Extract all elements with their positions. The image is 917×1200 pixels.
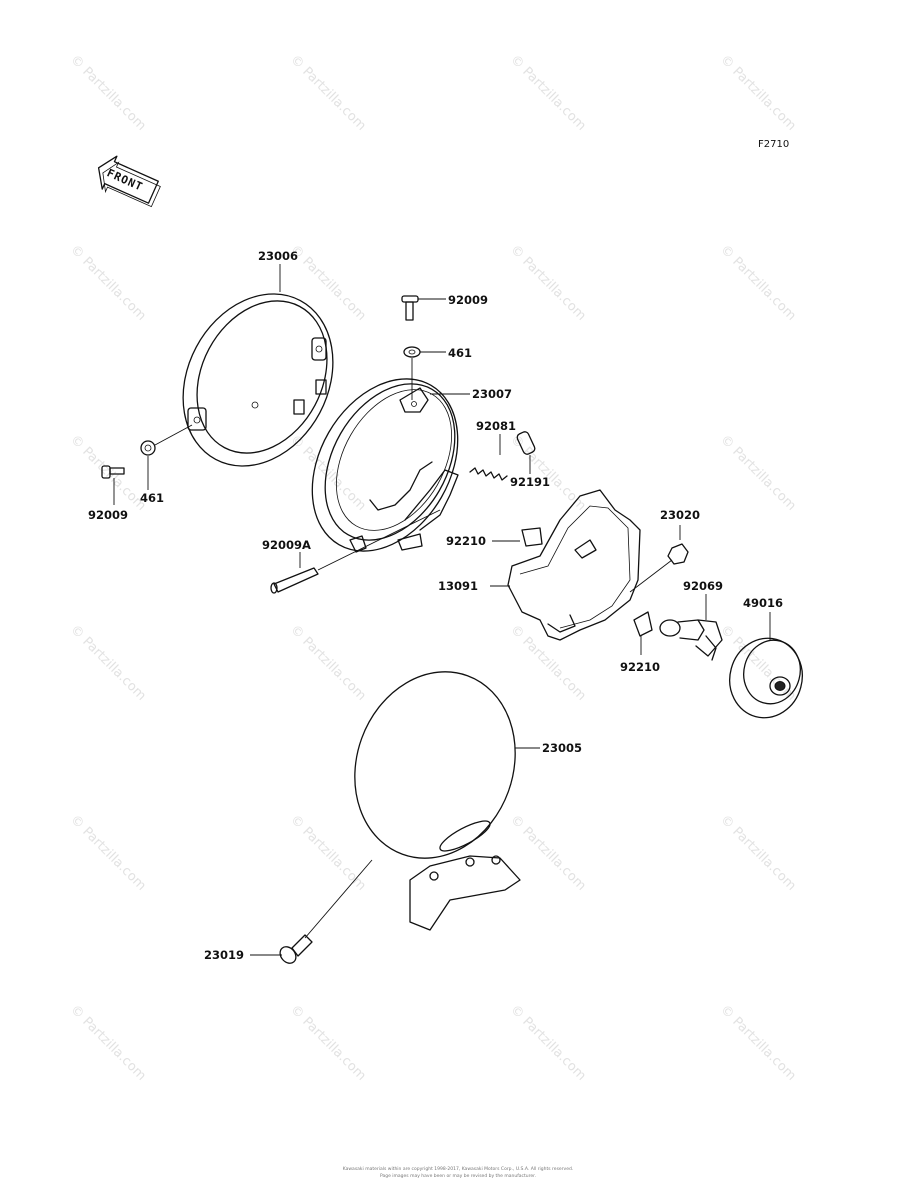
watermark-text: © Partzilla.com (507, 242, 589, 324)
bolt-92009A-part[interactable] (270, 509, 441, 594)
watermark-text: © Partzilla.com (717, 1002, 799, 1084)
watermark-text: © Partzilla.com (67, 812, 149, 894)
spring-92081-part[interactable] (469, 434, 508, 481)
watermark-text: © Partzilla.com (67, 432, 149, 514)
bracket-13091-part[interactable] (490, 489, 641, 641)
watermark-text: © Partzilla.com (67, 622, 149, 704)
label-23006: 23006 (258, 249, 298, 263)
label-92210-lower: 92210 (620, 660, 660, 674)
watermark-text: © Partzilla.com (287, 52, 369, 134)
watermark-text: © Partzilla.com (507, 52, 589, 134)
footer-copyright: Kawasaki materials within are copyright … (343, 1166, 574, 1172)
watermark-text: © Partzilla.com (287, 1002, 369, 1084)
label-92191: 92191 (510, 475, 550, 489)
label-49016: 49016 (743, 596, 783, 610)
watermark-text: © Partzilla.com (717, 622, 799, 704)
label-23005: 23005 (542, 741, 582, 755)
label-92009-left: 92009 (88, 508, 128, 522)
screw-92009-left-part[interactable] (101, 465, 125, 505)
label-23007: 23007 (472, 387, 512, 401)
rubber-cap-49016-part[interactable] (721, 612, 811, 726)
headlight-rim-part[interactable] (154, 268, 362, 493)
label-13091: 13091 (438, 579, 478, 593)
headlight-housing-part[interactable] (283, 353, 488, 577)
watermark-text: © Partzilla.com (507, 1002, 589, 1084)
watermark-text: © Partzilla.com (287, 812, 369, 894)
collar-92191-part[interactable] (516, 430, 536, 474)
label-461-top: 461 (448, 346, 472, 360)
label-461-left: 461 (140, 491, 164, 505)
watermark-text: © Partzilla.com (717, 242, 799, 324)
label-23019: 23019 (204, 948, 244, 962)
watermark-text: © Partzilla.com (67, 1002, 149, 1084)
clip-92210-lower-part[interactable] (633, 611, 653, 655)
front-arrow-icon: FRONT (97, 155, 161, 208)
bulb-92069-part[interactable] (659, 594, 723, 661)
headlight-unit-23005-part[interactable] (329, 649, 541, 931)
watermark-layer: © Partzilla.com © Partzilla.com © Partzill… (67, 52, 799, 1084)
screw-23019-part[interactable] (250, 859, 373, 966)
nut-23020-part[interactable] (629, 525, 689, 593)
nut-461-left-part[interactable] (140, 424, 193, 490)
label-92009-top: 92009 (448, 293, 488, 307)
screw-92009-top-part[interactable] (401, 295, 446, 321)
label-92210-upper: 92210 (446, 534, 486, 548)
watermark-text: © Partzilla.com (287, 432, 369, 514)
watermark-text: © Partzilla.com (287, 242, 369, 324)
watermark-text: © Partzilla.com (67, 52, 149, 134)
label-92069: 92069 (683, 579, 723, 593)
watermark-text: © Partzilla.com (717, 812, 799, 894)
figure-code: F2710 (758, 139, 789, 150)
watermark-text: © Partzilla.com (717, 432, 799, 514)
watermark-text: © Partzilla.com (67, 242, 149, 324)
label-92081: 92081 (476, 419, 516, 433)
watermark-text: © Partzilla.com (507, 812, 589, 894)
footer-revision-note: Page images may have been or may be revi… (380, 1173, 536, 1179)
label-92009A: 92009A (262, 538, 311, 552)
clip-92210-upper-part[interactable] (492, 527, 543, 547)
nut-461-top-part[interactable] (403, 346, 446, 400)
watermark-text: © Partzilla.com (717, 52, 799, 134)
watermark-text: © Partzilla.com (287, 622, 369, 704)
label-23020: 23020 (660, 508, 700, 522)
